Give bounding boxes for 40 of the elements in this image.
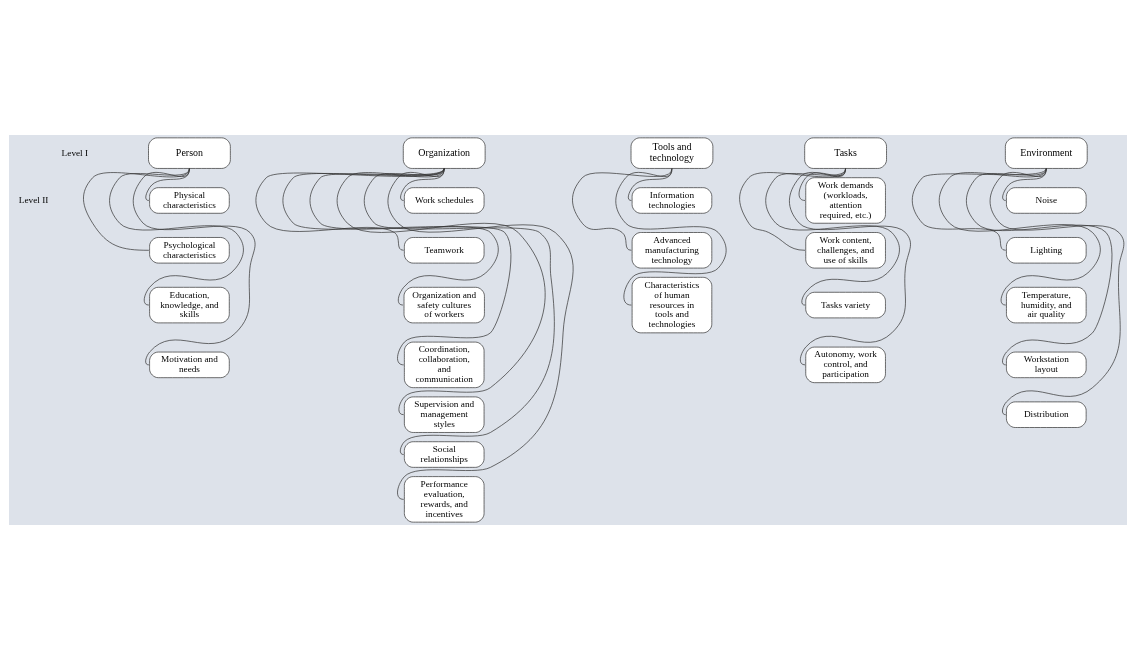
node-box: Lighting bbox=[1006, 236, 1087, 263]
connector bbox=[911, 167, 1047, 251]
node-box: Workstation layout bbox=[1006, 351, 1087, 378]
node-box: Work content, challenges, and use of skills bbox=[805, 231, 886, 268]
node-box: Autonomy, work control, and participation bbox=[805, 346, 886, 383]
connector bbox=[989, 167, 1125, 415]
node-box: Temperature, humidity, and air quality bbox=[1006, 286, 1087, 323]
connector bbox=[309, 167, 512, 365]
connector bbox=[789, 167, 911, 365]
node-box: Education, knowledge, and skills bbox=[149, 286, 230, 323]
node-box: Environment bbox=[1005, 137, 1088, 169]
node-box: Psychological characteristics bbox=[149, 236, 230, 263]
node-box: Noise bbox=[1006, 186, 1087, 214]
connector bbox=[132, 167, 256, 365]
node-box: Coordination, collaboration, and communication bbox=[404, 341, 485, 388]
connector bbox=[615, 167, 727, 305]
node-box: Teamwork bbox=[404, 236, 485, 263]
node-box: Tools and technology bbox=[630, 137, 714, 169]
node-box: Advanced manufacturing technology bbox=[631, 231, 713, 268]
node-box: Information technologies bbox=[631, 186, 713, 214]
node-box: Supervision and management styles bbox=[404, 396, 485, 433]
node-box: Characteristics of human resources in tools and technologies bbox=[631, 276, 713, 333]
connector bbox=[387, 167, 574, 500]
node-box: Organization bbox=[402, 137, 486, 169]
node-box: Tasks bbox=[804, 137, 887, 169]
connector bbox=[109, 167, 244, 305]
node-box: Tasks variety bbox=[805, 291, 886, 318]
label: Level I bbox=[61, 147, 89, 158]
label: Level II bbox=[18, 194, 49, 205]
node-box: Person bbox=[148, 137, 231, 169]
node-box: Physical characteristics bbox=[149, 186, 230, 214]
node-box: Work schedules bbox=[404, 186, 485, 214]
node-box: Work demands (workloads, attention required, etc.) bbox=[805, 176, 886, 224]
node-box: Social relationships bbox=[404, 440, 485, 468]
node-box: Performance evaluation, rewards, and incentives bbox=[404, 475, 485, 522]
connector bbox=[966, 167, 1113, 365]
node-box: Motivation and needs bbox=[149, 351, 230, 378]
connector bbox=[765, 167, 900, 305]
node-box: Distribution bbox=[1006, 401, 1087, 428]
node-box: Organization and safety cultures of workers bbox=[403, 286, 485, 323]
